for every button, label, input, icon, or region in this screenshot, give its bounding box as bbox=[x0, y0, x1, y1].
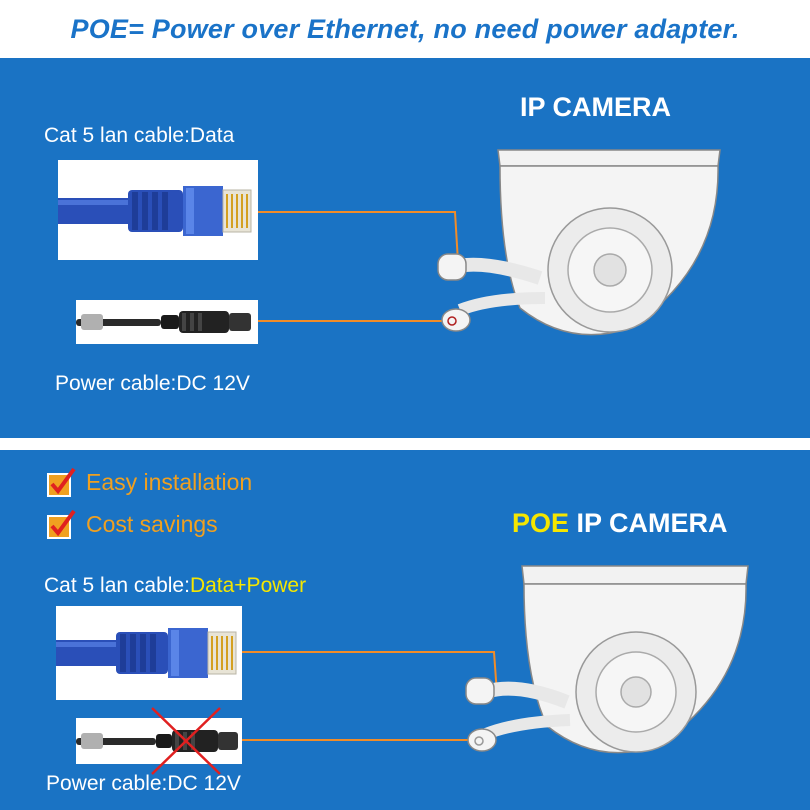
poe-camera-title-rest: IP CAMERA bbox=[569, 508, 728, 538]
feature-label: Easy installation bbox=[86, 468, 253, 495]
lan-cable-label-prefix: Cat 5 lan cable: bbox=[44, 574, 190, 597]
checkbox-checked-icon bbox=[47, 509, 76, 539]
poe-ip-camera-icon bbox=[465, 565, 749, 754]
lan-cable-label-data-power: Cat 5 lan cable:Data+Power bbox=[44, 574, 306, 598]
poe-camera-title: POE IP CAMERA bbox=[512, 508, 728, 539]
lan-cable-photo-top bbox=[58, 160, 258, 260]
section-divider bbox=[0, 438, 810, 450]
lan-cable-label-highlight: Data+Power bbox=[189, 574, 307, 597]
lan-connection-line bbox=[242, 651, 498, 695]
power-cable-photo-top bbox=[76, 300, 258, 344]
lan-connection-line bbox=[258, 211, 459, 263]
dc-plug-icon bbox=[76, 311, 251, 333]
checkbox-checked-icon bbox=[47, 467, 76, 497]
header-banner: POE= Power over Ethernet, no need power … bbox=[0, 0, 810, 58]
power-cable-label-top: Power cable:DC 12V bbox=[55, 372, 250, 395]
feature-item-cost-savings: Cost savings bbox=[46, 508, 218, 540]
lan-cable-label-data: Cat 5 lan cable:Data bbox=[44, 124, 235, 147]
rj45-cable-icon bbox=[58, 186, 252, 236]
power-cable-label-bottom: Power cable:DC 12V bbox=[46, 772, 241, 795]
poe-highlight: POE bbox=[512, 508, 570, 538]
ip-camera-title: IP CAMERA bbox=[520, 92, 672, 122]
ip-camera-icon bbox=[437, 149, 721, 336]
power-cable-photo-bottom bbox=[76, 707, 242, 775]
dc-plug-icon bbox=[76, 730, 238, 752]
red-cross-icon bbox=[151, 707, 221, 775]
lan-cable-photo-bottom bbox=[56, 606, 242, 700]
feature-item-easy-installation: Easy installation bbox=[46, 466, 252, 498]
header-title: POE= Power over Ethernet, no need power … bbox=[70, 13, 740, 44]
rj45-cable-icon bbox=[56, 628, 237, 678]
feature-label: Cost savings bbox=[86, 510, 218, 537]
